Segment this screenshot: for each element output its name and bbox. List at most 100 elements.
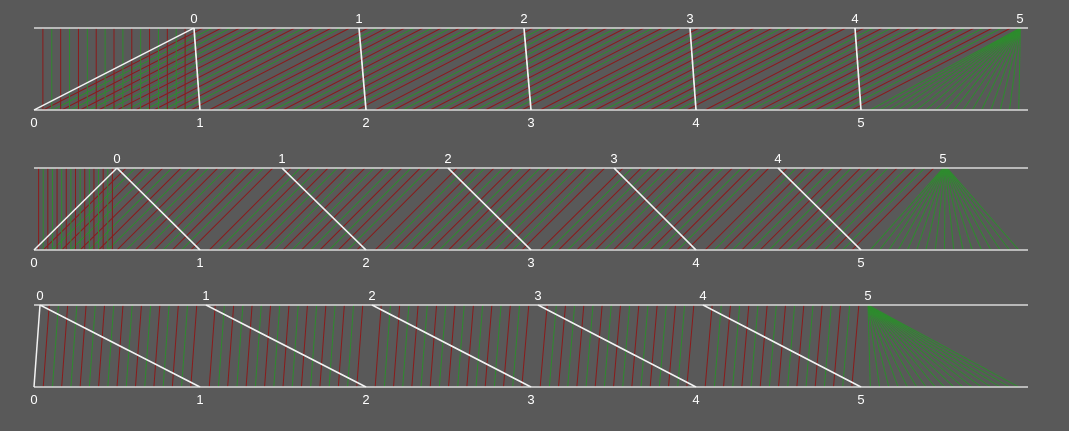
connector-line-green	[867, 304, 955, 388]
bottom-label: 1	[196, 115, 203, 130]
bottom-label: 2	[362, 392, 369, 407]
top-label: 1	[278, 151, 285, 166]
connector-line-green	[888, 27, 1021, 111]
connector-line-green	[236, 27, 396, 111]
connector-line-green	[677, 304, 686, 388]
top-label: 5	[1016, 11, 1023, 26]
connector-line-green	[328, 27, 488, 111]
connector-line-green	[787, 304, 796, 388]
connector-line-green	[677, 27, 837, 111]
connector-line-green	[750, 167, 834, 251]
connector-line-green	[732, 167, 816, 251]
connector-line-green	[824, 27, 984, 111]
connector-line-green	[217, 304, 225, 388]
connector-line-green	[842, 167, 926, 251]
connector-line-green	[273, 27, 433, 111]
bottom-label: 4	[692, 255, 699, 270]
connector-line-red	[300, 304, 308, 388]
connector-line-red	[686, 167, 770, 251]
connector-line-green	[867, 304, 927, 388]
connector-line-green	[567, 304, 576, 388]
connector-line-red	[796, 304, 805, 388]
connector-line-red	[686, 304, 695, 388]
connector-line-green	[867, 304, 899, 388]
connector-line-green	[347, 167, 430, 251]
connector-line-red	[594, 27, 755, 111]
connector-line-green	[622, 304, 631, 388]
top-label: 0	[113, 151, 120, 166]
connector-line-green	[640, 167, 724, 251]
connector-line-red	[814, 27, 975, 111]
white-connector	[537, 304, 697, 388]
connector-line-green	[255, 27, 415, 111]
connector-line-green	[867, 304, 918, 388]
connector-line-green	[402, 27, 562, 111]
connector-line-red	[631, 167, 715, 251]
connector-line-red	[135, 27, 296, 111]
connector-line-green	[805, 304, 814, 388]
connector-line-green	[713, 167, 797, 251]
connector-line-green	[867, 304, 871, 388]
connector-line-green	[585, 304, 594, 388]
connector-line-green	[51, 304, 59, 388]
bottom-label: 2	[362, 115, 369, 130]
connector-line-green	[750, 304, 759, 388]
connector-line-green	[714, 27, 874, 111]
top-label: 4	[699, 288, 706, 303]
connector-line-red	[833, 167, 916, 251]
top-label: 3	[686, 11, 693, 26]
connector-line-red	[411, 27, 571, 111]
connector-line-green	[823, 167, 907, 251]
connector-line-red	[594, 167, 679, 251]
connector-line-red	[741, 27, 902, 111]
connector-line-green	[567, 167, 651, 251]
connector-line-green	[548, 304, 557, 388]
connector-line-red	[851, 304, 860, 388]
connector-line-green	[1018, 27, 1021, 111]
connector-line-red	[631, 27, 792, 111]
connector-line-green	[925, 167, 946, 251]
white-connector	[39, 304, 201, 388]
connector-line-red	[153, 27, 314, 111]
connector-line-red	[429, 27, 589, 111]
connector-line-green	[944, 167, 955, 251]
connector-line-red	[245, 304, 253, 388]
connector-line-red	[264, 27, 424, 111]
connector-line-red	[484, 27, 645, 111]
connector-line-red	[264, 304, 272, 388]
connector-line-green	[934, 167, 946, 251]
connector-line-red	[851, 27, 1012, 111]
connector-line-red	[79, 167, 164, 251]
connector-line-green	[713, 304, 722, 388]
connector-line-red	[759, 304, 768, 388]
connector-line-green	[144, 27, 305, 111]
connector-line-green	[897, 167, 945, 251]
connector-line-red	[723, 167, 806, 251]
connector-line-green	[273, 167, 357, 251]
connector-line-red	[704, 27, 865, 111]
top-label: 5	[939, 151, 946, 166]
white-connector	[854, 27, 862, 111]
white-connector	[702, 304, 862, 388]
connector-line-green	[475, 27, 635, 111]
connector-line-green	[787, 27, 947, 111]
white-connector	[371, 304, 532, 388]
connector-line-green	[585, 167, 670, 251]
connector-line-red	[98, 304, 106, 388]
connector-line-green	[549, 27, 709, 111]
white-connector	[281, 167, 367, 251]
white-connector	[33, 27, 195, 111]
connector-line-green	[475, 167, 560, 251]
connector-line-red	[301, 27, 461, 111]
bottom-label: 1	[196, 255, 203, 270]
connector-line-green	[310, 167, 394, 251]
connector-line-red	[814, 167, 898, 251]
white-connector	[777, 167, 862, 251]
connector-line-green	[439, 27, 599, 111]
bottom-label: 3	[527, 255, 534, 270]
connector-line-green	[971, 27, 1021, 111]
connector-line-green	[640, 304, 649, 388]
connector-line-green	[823, 304, 832, 388]
connector-line-green	[867, 304, 1001, 388]
connector-line-green	[567, 27, 727, 111]
